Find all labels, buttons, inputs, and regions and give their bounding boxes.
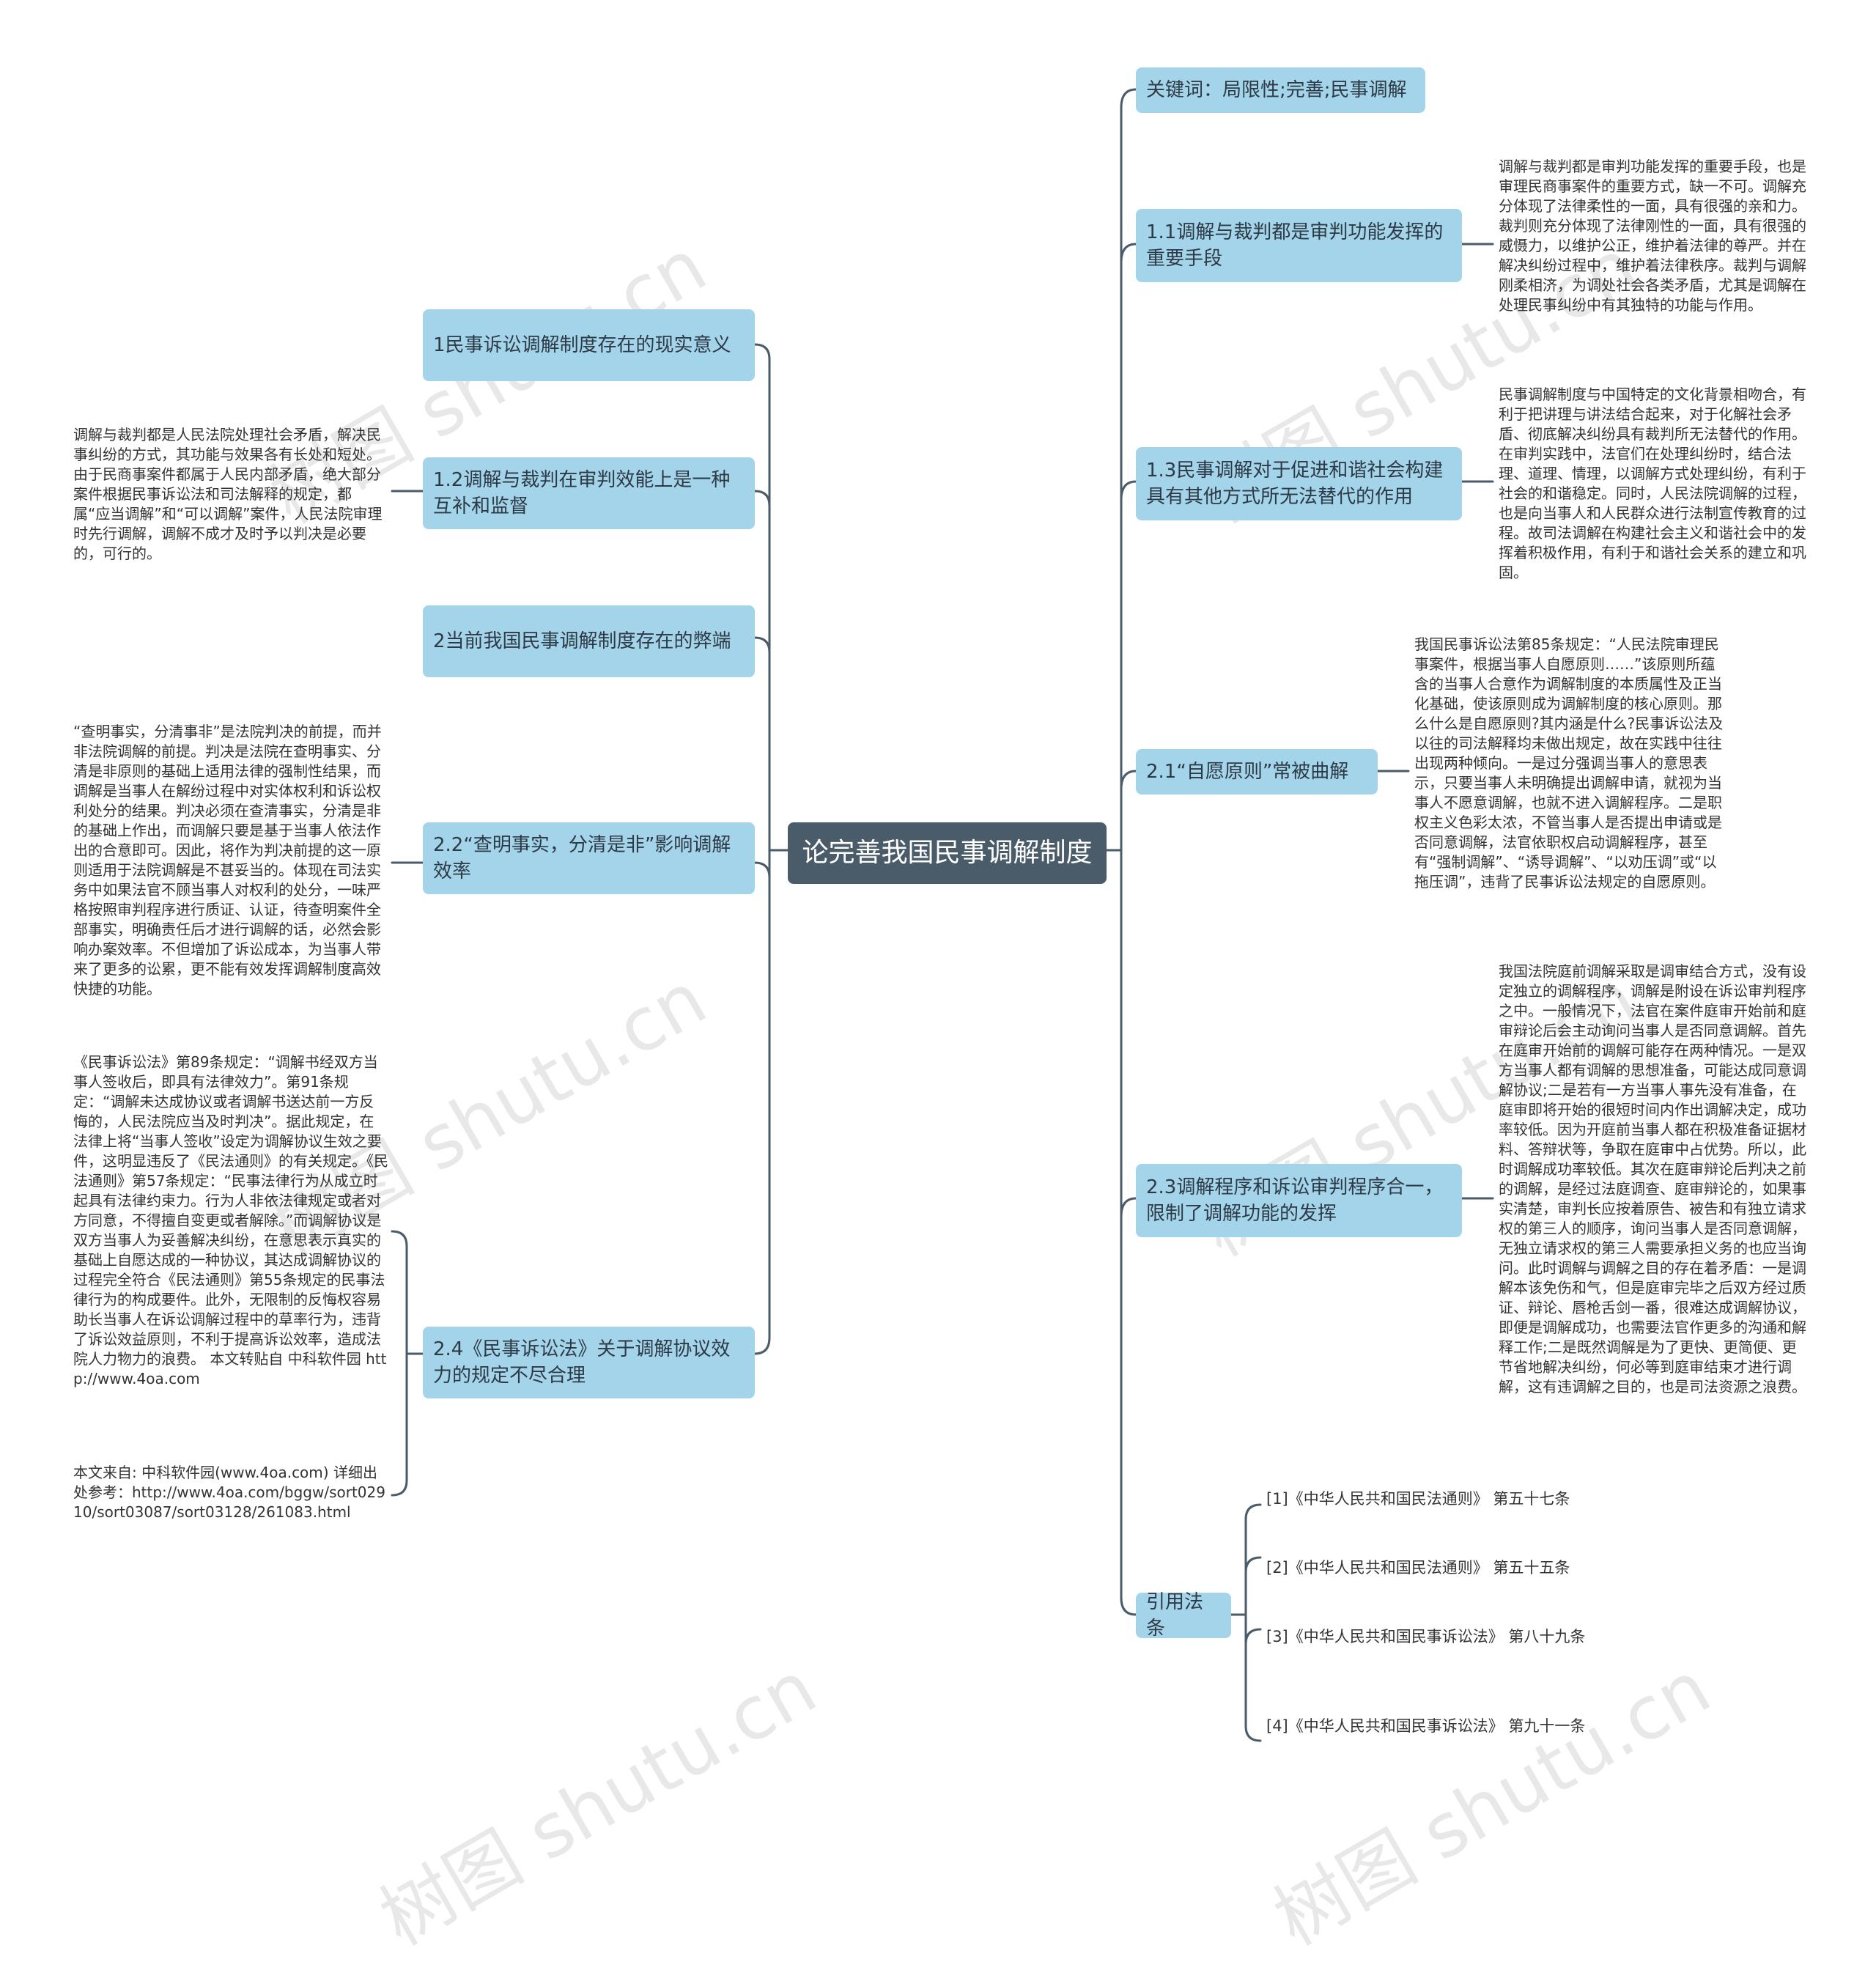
topic-label: 关键词：局限性;完善;民事调解: [1146, 79, 1407, 101]
topic-harmonious-society[interactable]: 1.3民事调解对于促进和谐社会构建具有其他方式所无法替代的作用: [1136, 447, 1462, 520]
left-trunk: [753, 343, 771, 1355]
topic-procedure-merged[interactable]: 2.3调解程序和诉讼审判程序合一，限制了调解功能的发挥: [1136, 1164, 1462, 1237]
topic-label: 引用法条: [1146, 1591, 1204, 1640]
ref-item[interactable]: [2]《中华人民共和国民法通则》 第五十五条: [1266, 1559, 1570, 1577]
topic-label: 2.1“自愿原则”常被曲解: [1146, 761, 1349, 783]
topic-cited-laws[interactable]: 引用法条: [1136, 1591, 1231, 1640]
right-trunk: [1120, 88, 1137, 1616]
topic-complement-supervision[interactable]: 1.2调解与裁判在审判效能上是一种互补和监督: [423, 457, 755, 529]
note-complement-supervision: 调解与裁判都是人民法院处理社会矛盾，解决民事纠纷的方式，其功能与效果各有长处和短…: [73, 426, 383, 562]
note-fact-finding-efficiency: “查明事实，分清事非”是法院判决的前提，而并非法院调解的前提。判决是法院在查明事…: [73, 723, 382, 998]
topic-keywords[interactable]: 关键词：局限性;完善;民事调解: [1136, 67, 1425, 113]
topic-realistic-significance[interactable]: 1民事诉讼调解制度存在的现实意义: [423, 309, 755, 381]
note-mediation-and-judgment: 调解与裁判都是审判功能发挥的重要手段，也是审理民商事案件的重要方式，缺一不可。调…: [1499, 158, 1806, 314]
ref-item[interactable]: [3]《中华人民共和国民事诉讼法》 第八十九条: [1266, 1628, 1586, 1645]
topic-label: 2.4《民事诉讼法》关于调解协议效力的规定不尽合理: [433, 1338, 731, 1387]
note-source: 本文来自: 中科软件园(www.4oa.com) 详细出处参考：http://w…: [73, 1464, 385, 1521]
topic-label: 2.2“查明事实，分清是非”影响调解效率: [433, 834, 731, 882]
topic-label: 1.3民事调解对于促进和谐社会构建具有其他方式所无法替代的作用: [1146, 460, 1444, 508]
topic-mediation-and-judgment[interactable]: 1.1调解与裁判都是审判功能发挥的重要手段: [1136, 209, 1462, 282]
topic-fact-finding-efficiency[interactable]: 2.2“查明事实，分清是非”影响调解效率: [423, 822, 755, 894]
ref-item[interactable]: [1]《中华人民共和国民法通则》 第五十七条: [1266, 1490, 1570, 1508]
note-harmonious-society: 民事调解制度与中国特定的文化背景相吻合，有利于把讲理与讲法结合起来，对于化解社会…: [1499, 386, 1806, 581]
link-refs: [1230, 1503, 1262, 1742]
topic-label: 2当前我国民事调解制度存在的弊端: [433, 630, 731, 652]
topic-agreement-validity[interactable]: 2.4《民事诉讼法》关于调解协议效力的规定不尽合理: [423, 1327, 755, 1398]
root-topic[interactable]: 论完善我国民事调解制度: [788, 822, 1107, 884]
ref-item[interactable]: [4]《中华人民共和国民事诉讼法》 第九十一条: [1266, 1717, 1586, 1735]
topic-label: 1民事诉讼调解制度存在的现实意义: [433, 334, 731, 356]
link-b24-notes: [391, 1230, 424, 1497]
topic-label: 1.1调解与裁判都是审判功能发挥的重要手段: [1146, 221, 1444, 270]
note-procedure-merged: 我国法院庭前调解采取是调审结合方式，没有设定独立的调解程序，调解是附设在诉讼审判…: [1499, 962, 1806, 1396]
topic-label: 2.3调解程序和诉讼审判程序合一，限制了调解功能的发挥: [1146, 1176, 1444, 1225]
note-agreement-validity: 《民事诉讼法》第89条规定：“调解书经双方当事人签收后，即具有法律效力”。第91…: [73, 1053, 388, 1387]
note-voluntary-principle: 我国民事诉讼法第85条规定：“人民法院审理民事案件，根据当事人自愿原则……”该原…: [1414, 635, 1724, 891]
topic-voluntary-principle[interactable]: 2.1“自愿原则”常被曲解: [1136, 749, 1378, 795]
connector-lines: [391, 88, 1494, 1742]
topic-label: 1.2调解与裁判在审判效能上是一种互补和监督: [433, 469, 731, 517]
topic-current-drawbacks[interactable]: 2当前我国民事调解制度存在的弊端: [423, 605, 755, 677]
root-title: 论完善我国民事调解制度: [802, 838, 1093, 868]
